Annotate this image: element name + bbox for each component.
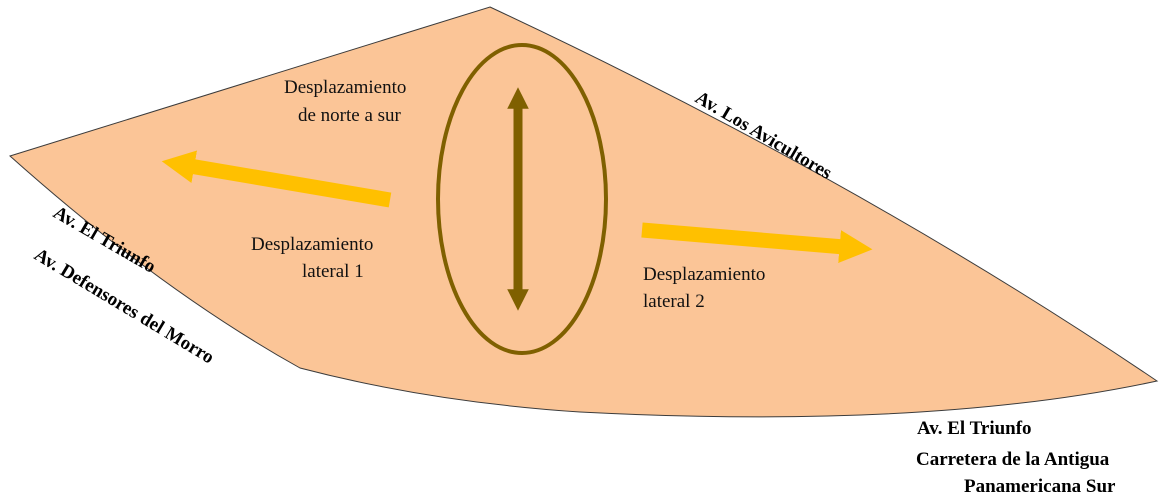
north-south-ellipse (436, 43, 608, 355)
north-south-label-line1: Desplazamiento (284, 77, 406, 98)
lateral-1-arrow (161, 150, 392, 208)
lateral-2-label-line2: lateral 2 (643, 291, 705, 312)
study-area-zone (9, 6, 1159, 418)
lateral-2-arrow (641, 222, 873, 264)
road-label-carretera-line2: Panamericana Sur (964, 476, 1116, 497)
road-label-el-triunfo-south: Av. El Triunfo (917, 418, 1032, 439)
lateral-2-label-line1: Desplazamiento (643, 264, 765, 285)
north-south-label-line2: de norte a sur (298, 105, 402, 126)
road-label-carretera-line1: Carretera de la Antigua (916, 449, 1110, 470)
lateral-1-label-line1: Desplazamiento (251, 234, 373, 255)
lateral-1-label-line2: lateral 1 (302, 261, 364, 282)
